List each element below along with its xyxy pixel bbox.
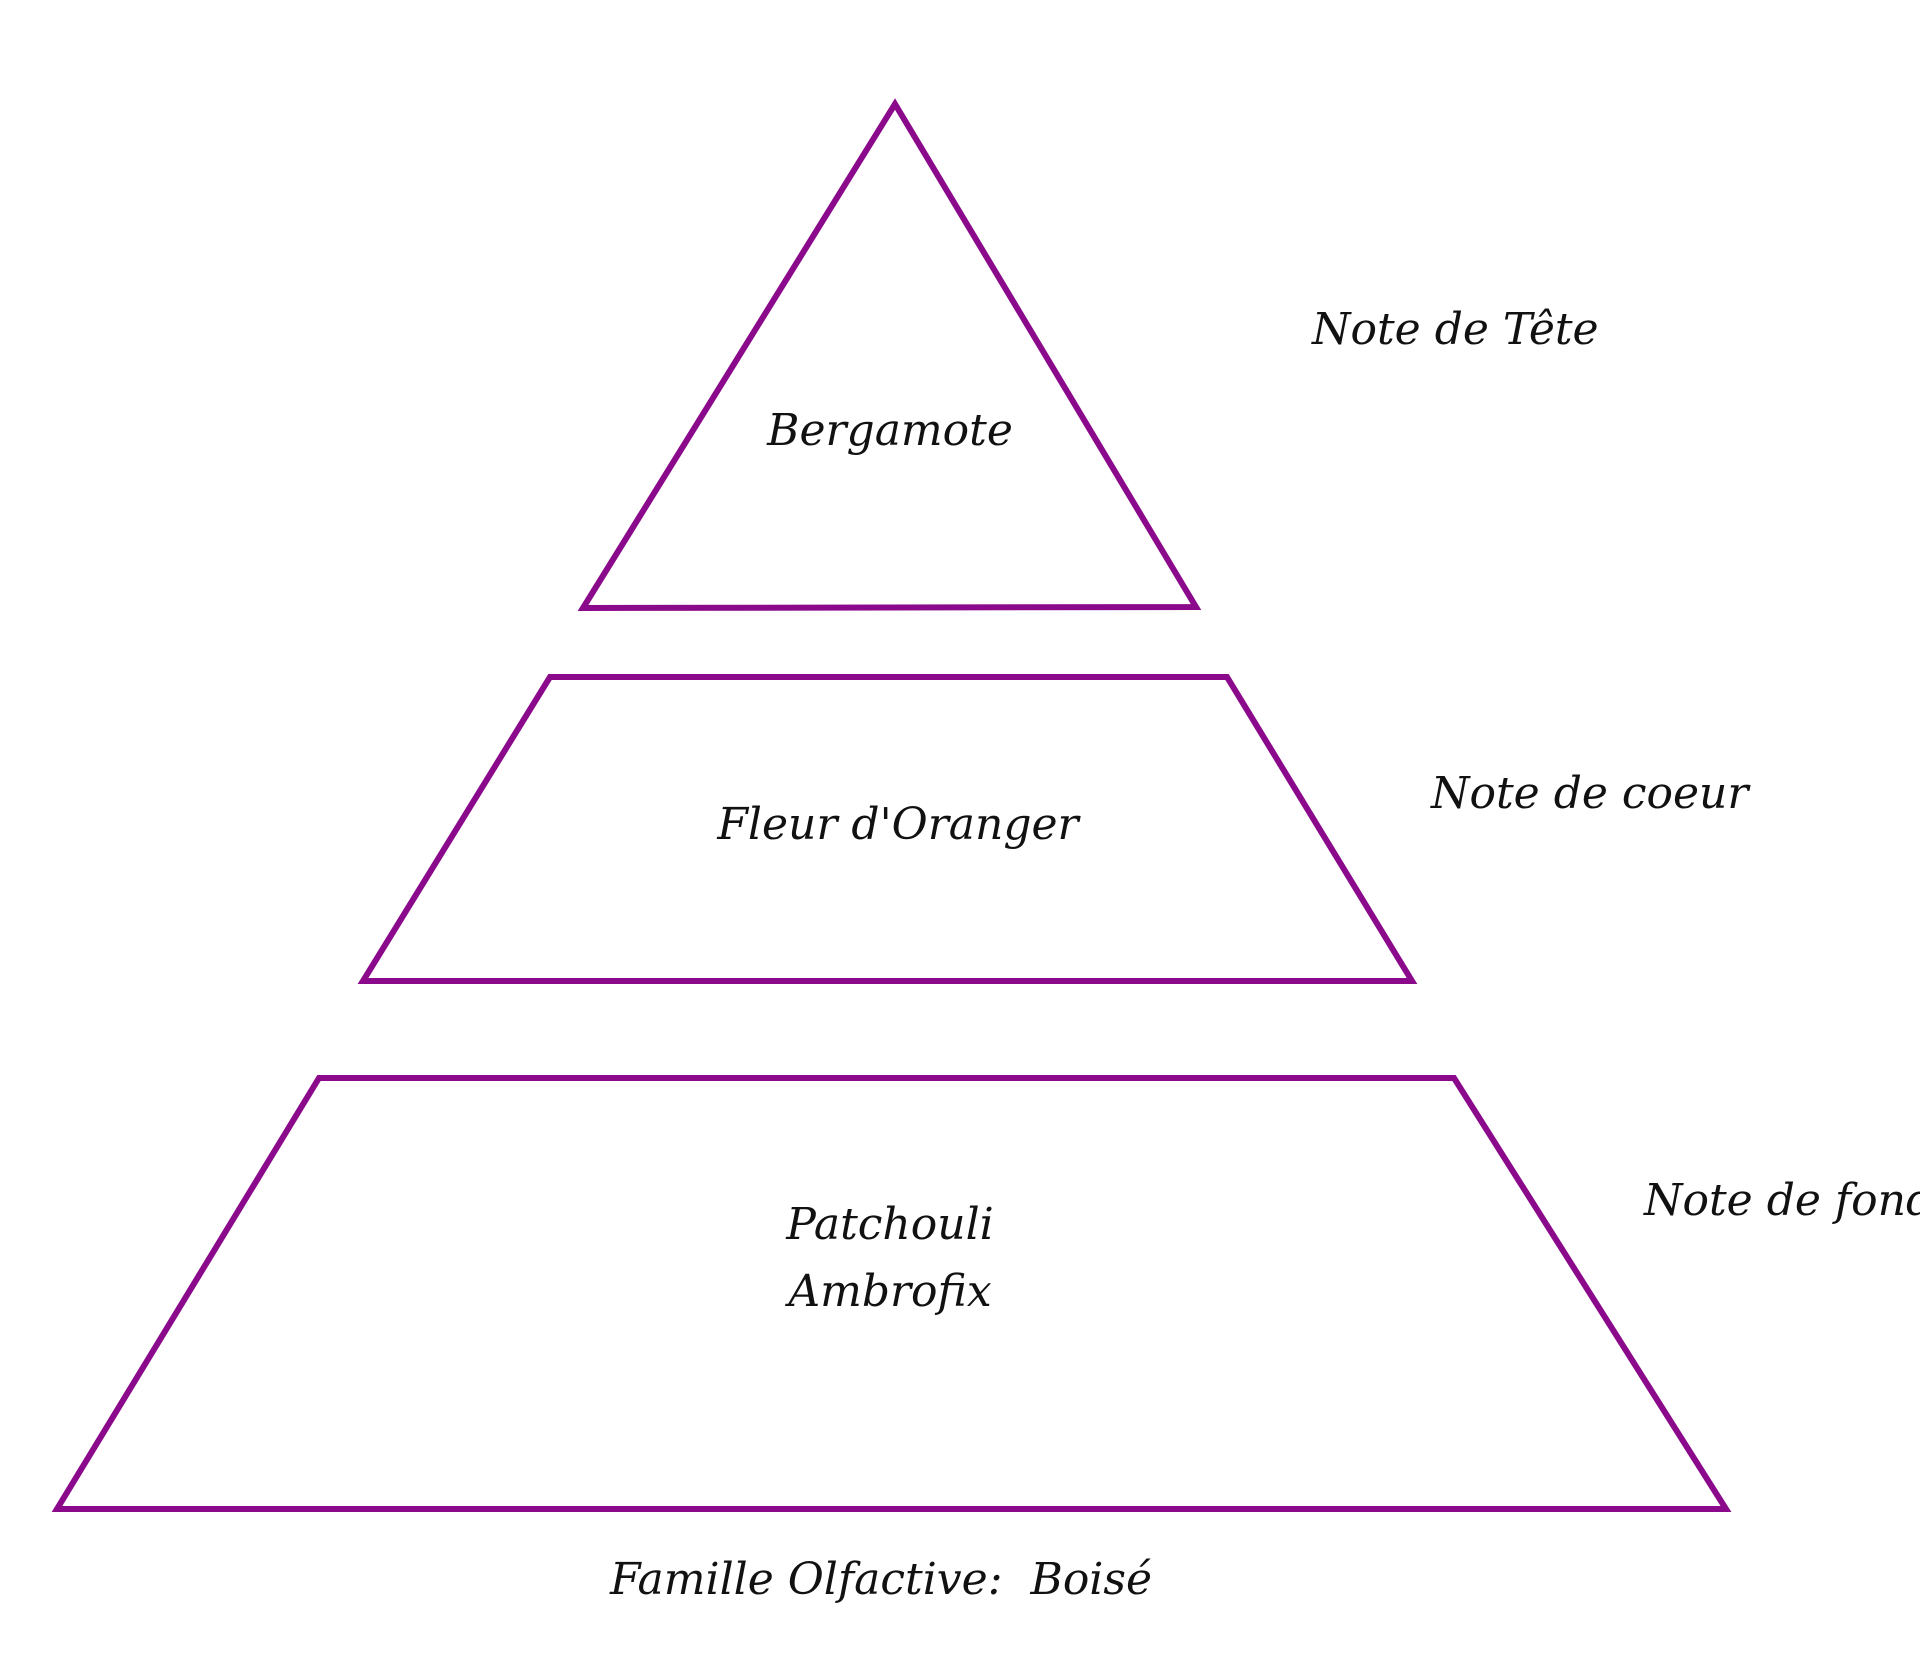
bottom-tier-trapezoid (51, 1075, 1732, 1512)
label-note-de-coeur: Note de coeur (1431, 768, 1749, 819)
heart-note-fleur-doranger: Fleur d'Oranger (717, 799, 1079, 850)
olfactive-family-caption: Famille Olfactive: Boisé (609, 1554, 1153, 1605)
base-note-ambrofix: Ambrofix (788, 1266, 992, 1317)
base-note-patchouli: Patchouli (786, 1199, 994, 1250)
label-note-de-fond: Note de fond (1644, 1175, 1920, 1226)
top-tier-triangle (577, 98, 1202, 612)
top-note-bergamote: Bergamote (767, 405, 1013, 456)
label-note-de-tete: Note de Tête (1312, 304, 1599, 355)
middle-tier-trapezoid (357, 674, 1418, 984)
